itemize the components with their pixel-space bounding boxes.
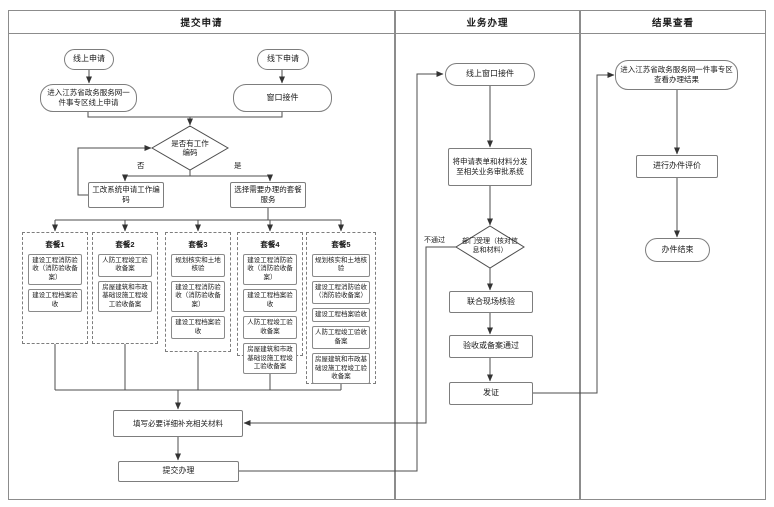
- package-item: 人防工程竣工验收备案: [98, 254, 152, 277]
- node-label: 进入江苏省政务服务网一件事专区查看办理结果: [620, 65, 733, 84]
- decision-work-code-label: 是否有工作编码: [171, 138, 209, 157]
- branch-label-no: 否: [137, 161, 145, 170]
- node-label: 线上申请: [73, 54, 105, 64]
- node-issue-certificate: 发证: [449, 382, 533, 405]
- decision-diamond-work-code: [151, 125, 229, 171]
- node-apply-work-code: 工改系统申请工作编码: [88, 182, 164, 208]
- node-online-window-accept: 线上窗口接件: [445, 63, 535, 86]
- package-1: 套餐1 建设工程消防验收（消防验收备案） 建设工程档案验收: [22, 232, 88, 344]
- decision-diamond-dept-review: [455, 225, 525, 269]
- package-item: 建设工程档案验收: [171, 316, 225, 340]
- node-label: 发证: [483, 388, 499, 398]
- node-label: 将申请表单和材料分发至相关业务审批系统: [452, 157, 528, 176]
- connector: [533, 72, 615, 394]
- connector: [77, 145, 152, 196]
- branch-label-yes: 是: [234, 161, 242, 170]
- package-title: 套餐4: [260, 240, 280, 249]
- package-title: 套餐3: [188, 240, 208, 249]
- package-item: 房屋建筑和市政基础设施工程竣工验收备案: [98, 280, 152, 313]
- node-view-result-portal: 进入江苏省政务服务网一件事专区查看办理结果: [615, 60, 738, 90]
- node-label: 验收或备案通过: [463, 341, 519, 351]
- connector: [243, 246, 456, 426]
- node-label: 联合现场核验: [467, 296, 515, 306]
- package-item: 建设工程消防验收（消防验收备案）: [28, 254, 82, 286]
- decision-dept-review-label: 部门受理（核对信息和材料）: [462, 238, 518, 254]
- node-submit-handle: 提交办理: [118, 461, 239, 482]
- node-label: 办件结束: [661, 244, 694, 254]
- node-label: 填写必要详细补充相关材料: [133, 418, 223, 428]
- package-title: 套餐1: [45, 240, 65, 249]
- package-item: 建设工程消防验收（消防验收备案）: [171, 280, 225, 313]
- node-label: 提交办理: [162, 466, 195, 476]
- node-label: 进入江苏省政务服务网一件事专区线上申请: [47, 88, 130, 107]
- lane-header-submit: 提交申请: [8, 10, 395, 34]
- node-finish: 办件结束: [645, 238, 710, 262]
- lane-title: 结果查看: [651, 18, 694, 29]
- node-fill-materials: 填写必要详细补充相关材料: [113, 410, 243, 437]
- connector: [239, 71, 444, 472]
- package-item: 人防工程竣工验收备案: [312, 326, 370, 350]
- node-label: 选择需要办理的套餐服务: [234, 185, 302, 204]
- node-label: 进行办件评价: [653, 161, 701, 171]
- package-2: 套餐2 人防工程竣工验收备案 房屋建筑和市政基础设施工程竣工验收备案: [92, 232, 158, 344]
- node-label: 窗口接件: [266, 92, 299, 102]
- node-online-apply: 线上申请: [64, 49, 114, 70]
- package-item: 建设工程档案验收: [312, 307, 370, 323]
- package-4: 套餐4 建设工程消防验收（消防验收备案） 建设工程档案验收 人防工程竣工验收备案…: [237, 232, 303, 375]
- package-item: 人防工程竣工验收备案: [243, 316, 297, 340]
- node-label: 线下申请: [267, 54, 299, 64]
- node-offline-apply: 线下申请: [257, 49, 309, 70]
- package-title: 套餐5: [331, 240, 351, 249]
- node-enter-portal: 进入江苏省政务服务网一件事专区线上申请: [40, 84, 137, 112]
- node-window-accept: 窗口接件: [233, 84, 332, 112]
- package-title: 套餐2: [115, 240, 135, 249]
- package-item: 建设工程档案验收: [28, 289, 82, 313]
- package-item: 建设工程消防验收（消防验收备案）: [243, 254, 297, 286]
- node-acceptance-pass: 验收或备案通过: [449, 335, 533, 358]
- package-item: 规划核实和土地核验: [171, 254, 225, 277]
- package-item: 房屋建筑和市政基础设施工程竣工验收备案: [243, 343, 297, 375]
- node-choose-package: 选择需要办理的套餐服务: [230, 182, 306, 208]
- package-item: 房屋建筑和市政基础设施工程竣工验收备案: [312, 353, 370, 385]
- node-joint-site-check: 联合现场核验: [449, 291, 533, 313]
- lane-title: 提交申请: [180, 18, 223, 29]
- node-label: 线上窗口接件: [466, 69, 514, 79]
- package-item: 规划核实和土地核验: [312, 254, 370, 277]
- package-3: 套餐3 规划核实和土地核验 建设工程消防验收（消防验收备案） 建设工程档案验收: [165, 232, 231, 352]
- package-5: 套餐5 规划核实和土地核验 建设工程消防验收（消防验收备案） 建设工程档案验收 …: [306, 232, 376, 385]
- node-distribute-materials: 将申请表单和材料分发至相关业务审批系统: [448, 148, 532, 186]
- package-item: 建设工程档案验收: [243, 289, 297, 313]
- lane-body-result: [580, 33, 766, 500]
- node-evaluate: 进行办件评价: [636, 155, 718, 178]
- node-label: 工改系统申请工作编码: [92, 185, 160, 204]
- package-item: 建设工程消防验收（消防验收备案）: [312, 280, 370, 304]
- branch-label-fail: 不通过: [424, 237, 445, 244]
- lane-title: 业务办理: [466, 18, 509, 29]
